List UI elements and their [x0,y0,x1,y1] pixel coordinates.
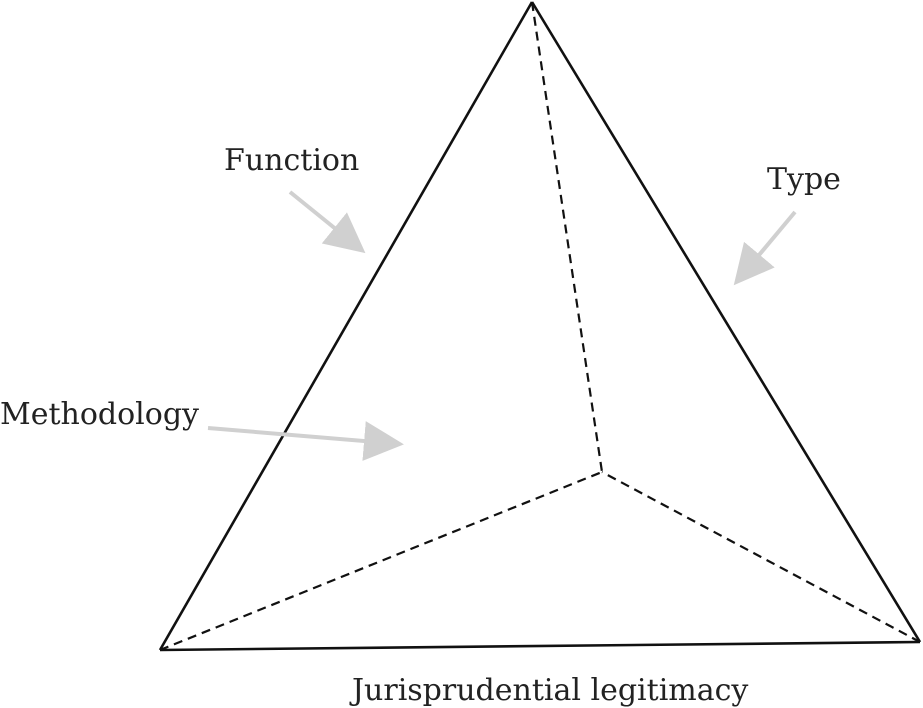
hidden-edge-left [159,470,603,652]
methodology-label: Methodology [0,397,199,432]
hidden-edge-right [601,471,921,643]
edge-right [530,1,922,643]
edge-left [158,1,534,651]
function-label: Function [224,143,359,178]
type-label: Type [767,162,841,197]
hidden-edge-top [530,1,604,473]
jurisprudential-legitimacy-label: Jurisprudential legitimacy [349,673,748,708]
edge-base [159,640,921,652]
function-arrow [288,190,366,254]
type-arrow [733,210,797,286]
methodology-arrow [207,421,404,461]
